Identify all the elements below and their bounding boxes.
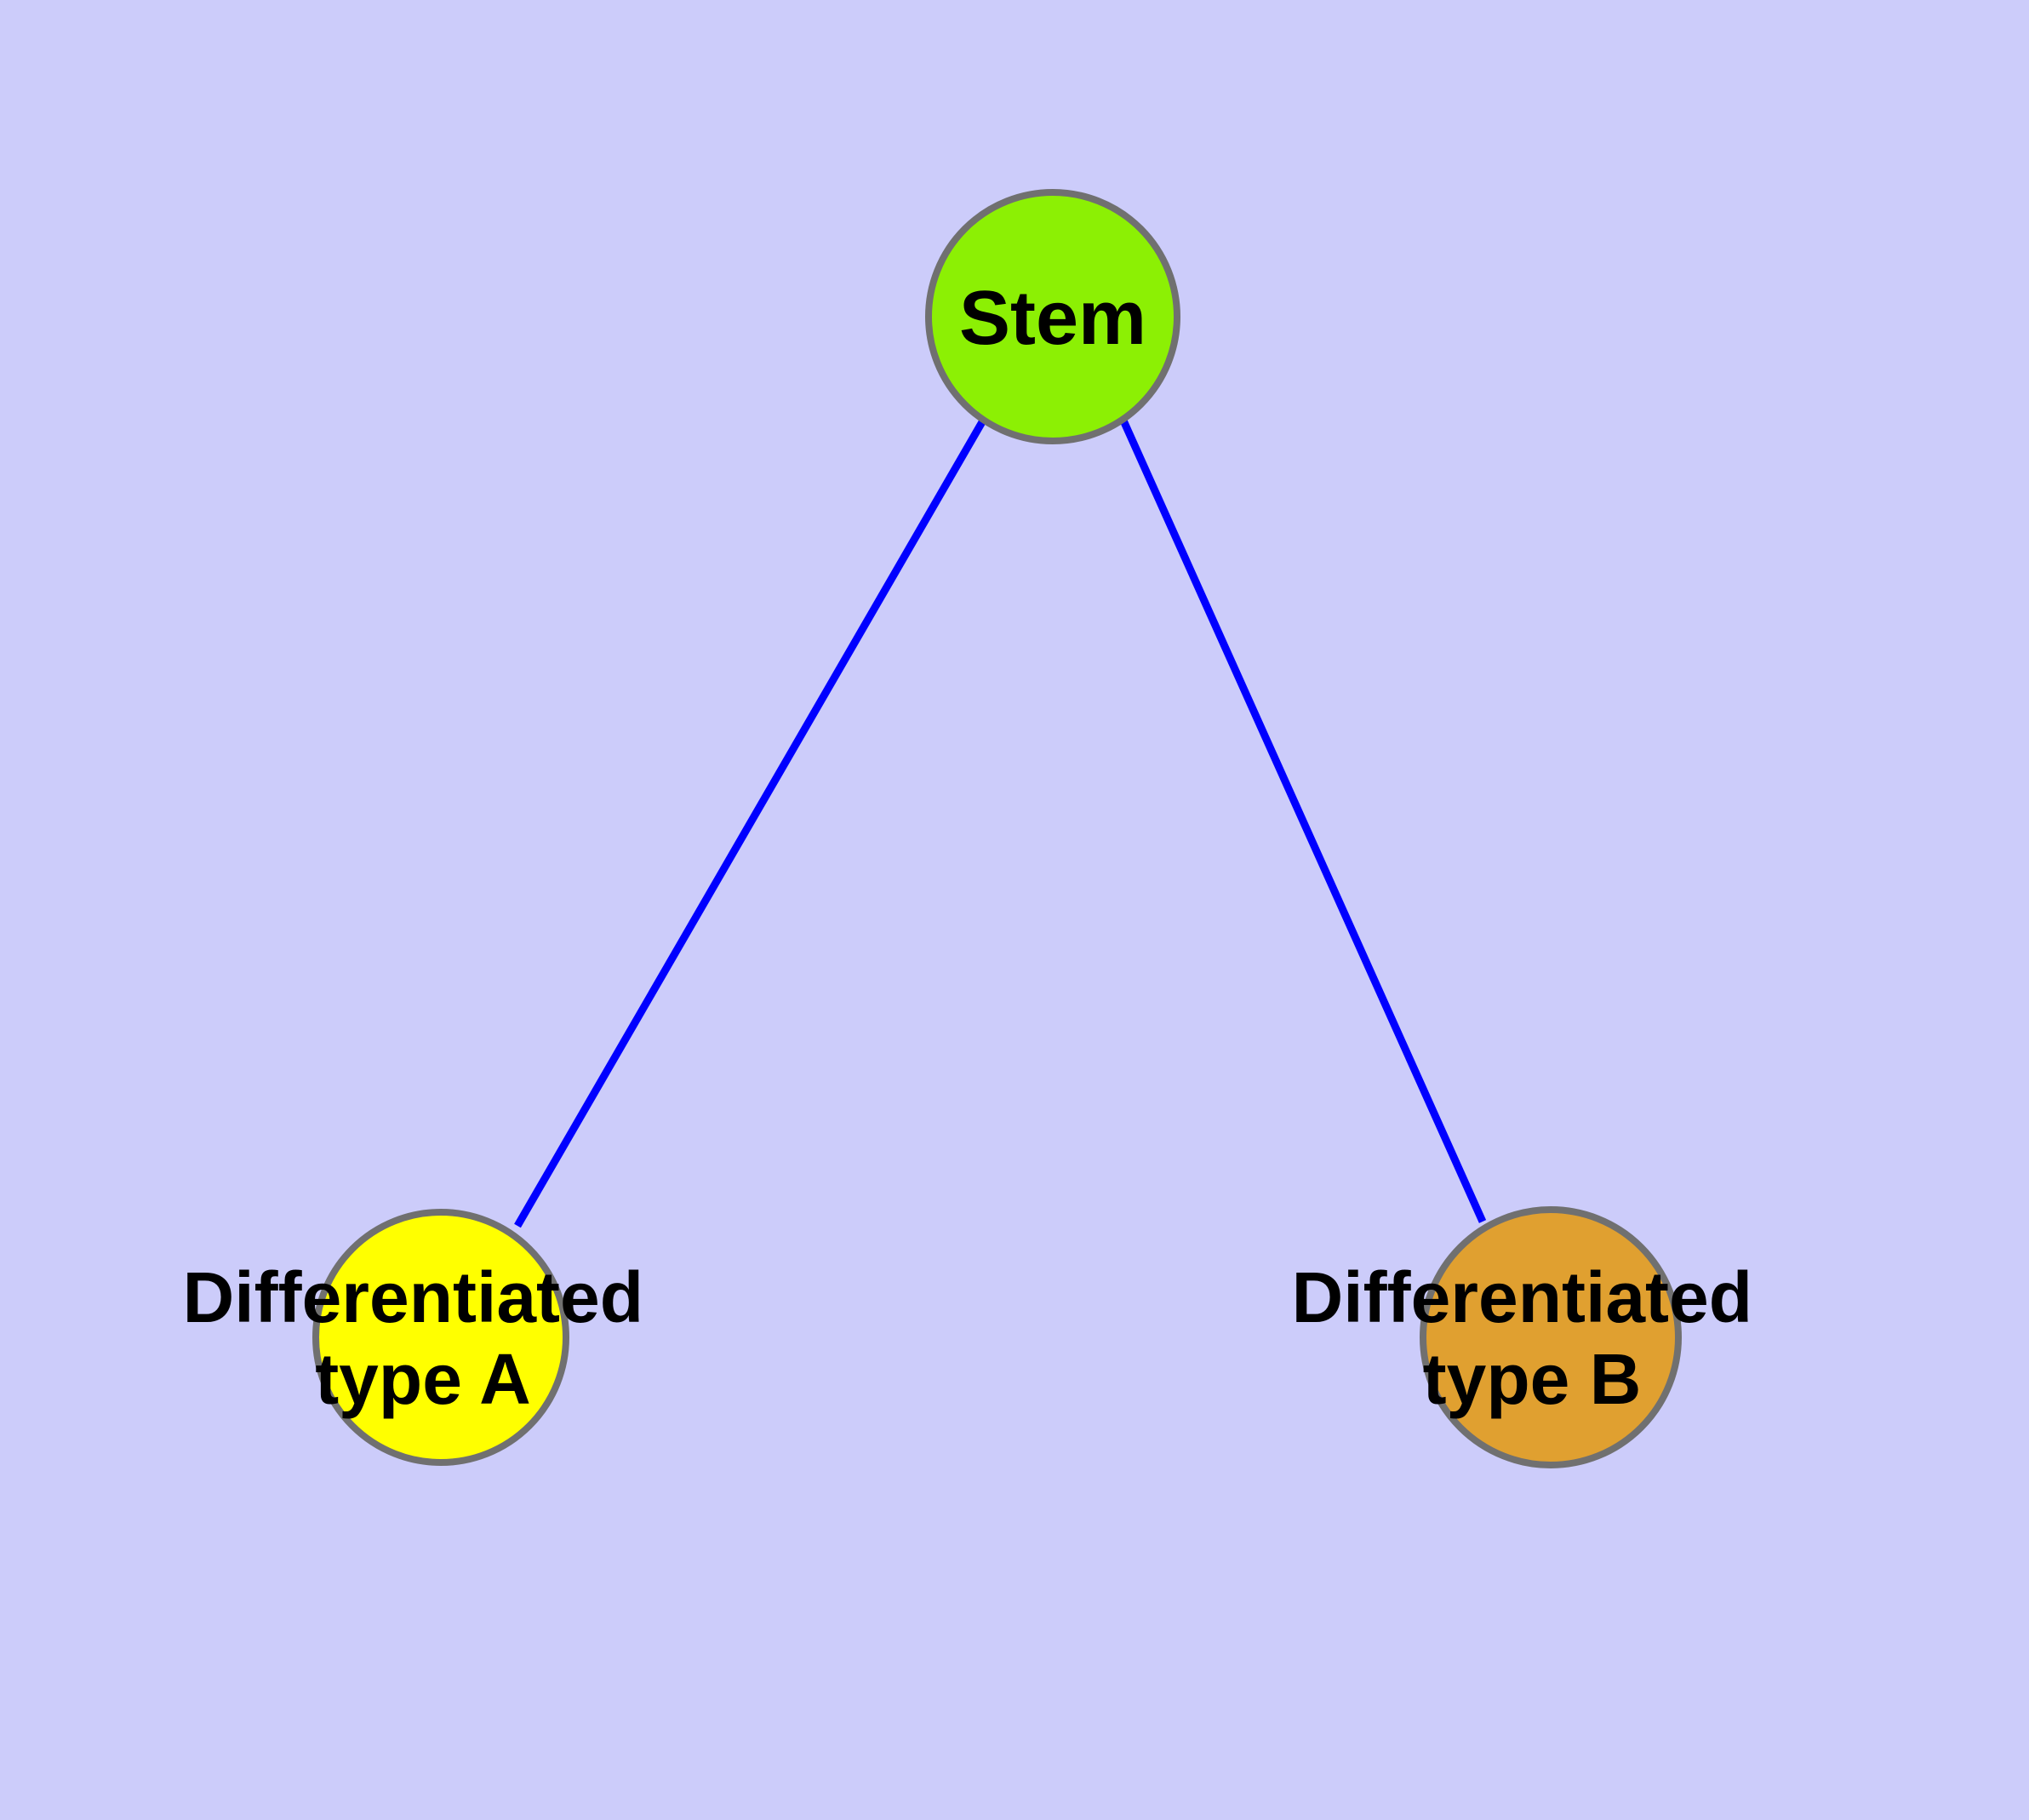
node-label-differentiated-type-a-line-2: type A bbox=[315, 1339, 531, 1419]
nodes-group bbox=[312, 189, 1682, 1468]
edge-stem-to-differentiated-b bbox=[1119, 419, 1487, 1223]
labels-group: Stem Differentiated type A Differentiate… bbox=[183, 276, 1773, 1419]
node-label-differentiated-type-b-line-1: Differentiated bbox=[1292, 1257, 1752, 1337]
node-label-stem-line-1: Stem bbox=[959, 276, 1146, 361]
node-label-stem: Stem bbox=[959, 276, 1146, 361]
node-label-differentiated-type-a: Differentiated type A bbox=[183, 1257, 664, 1419]
node-differentiated-type-a[interactable] bbox=[312, 1209, 569, 1466]
edge-stem-to-differentiated-a bbox=[514, 418, 986, 1228]
node-label-differentiated-type-a-line-1: Differentiated bbox=[183, 1257, 643, 1337]
node-stem[interactable] bbox=[925, 189, 1180, 444]
node-differentiated-type-b[interactable] bbox=[1420, 1206, 1682, 1468]
node-label-differentiated-type-b: Differentiated type B bbox=[1292, 1257, 1773, 1419]
node-label-differentiated-type-b-line-2: type B bbox=[1423, 1339, 1642, 1419]
edges-group bbox=[514, 418, 1487, 1228]
